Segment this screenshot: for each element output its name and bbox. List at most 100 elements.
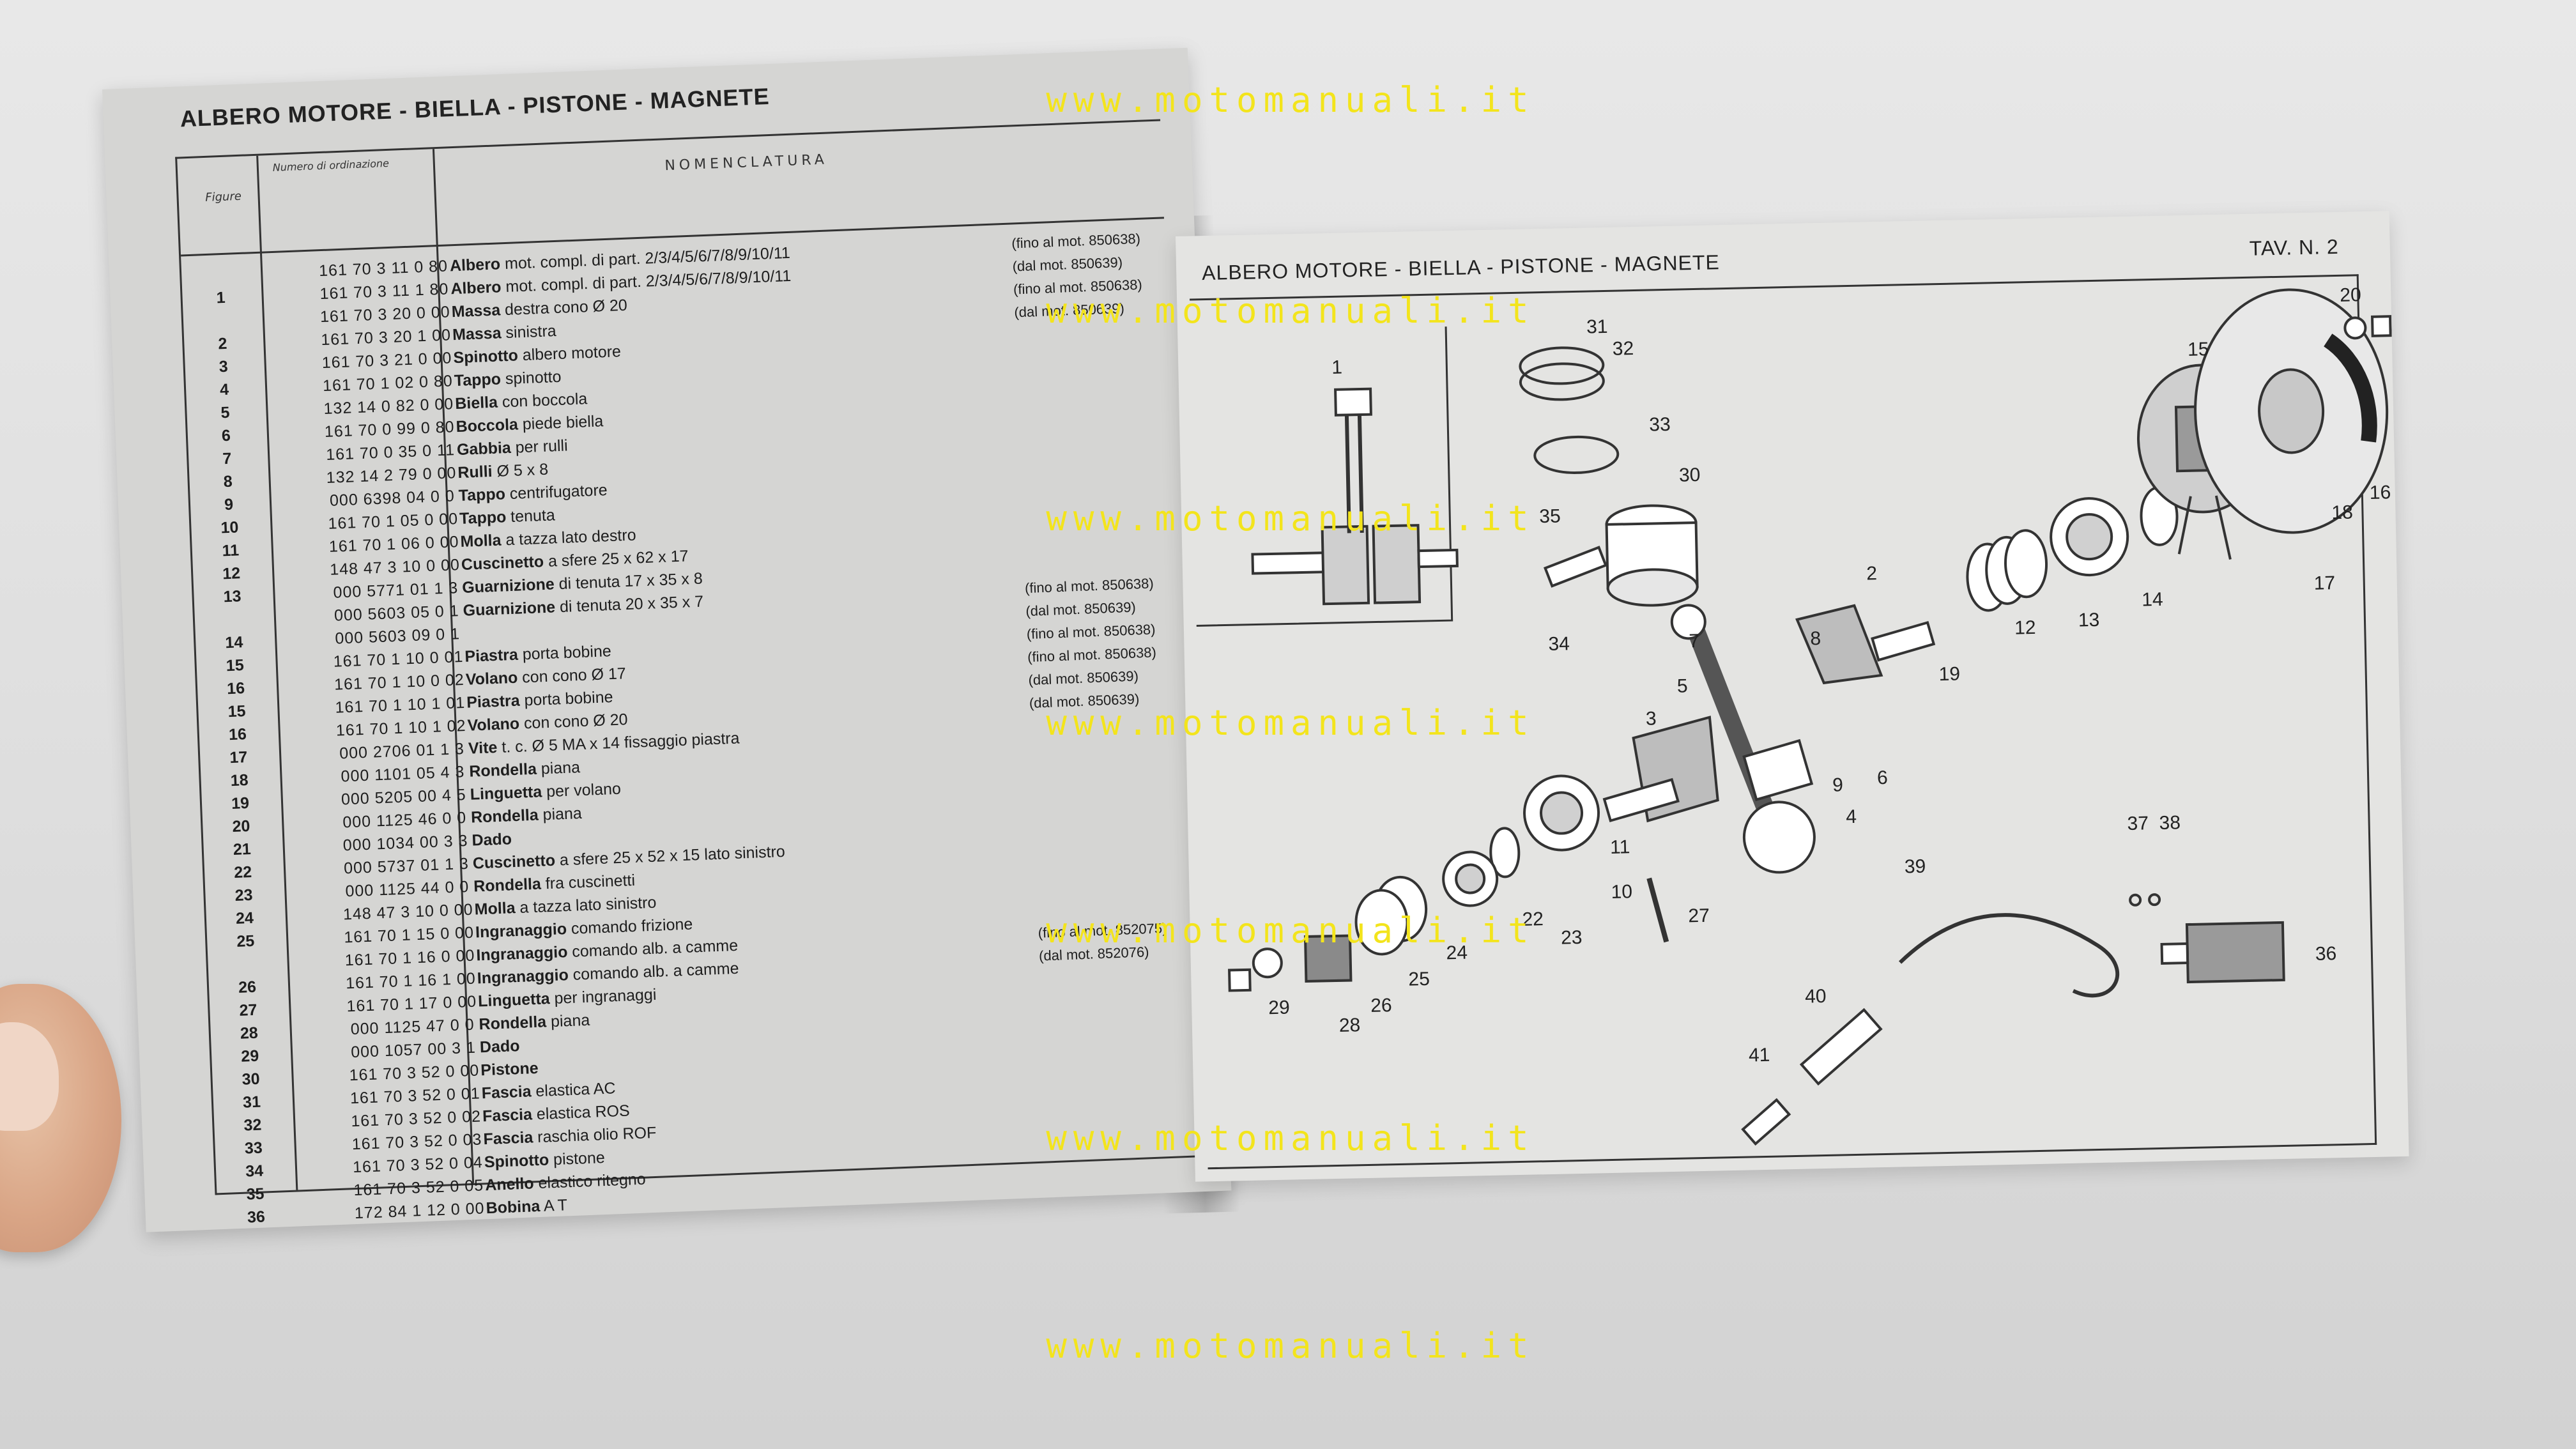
figure-number: 20 [232, 816, 250, 836]
part-callout: 36 [2315, 943, 2337, 965]
figure-number: 36 [247, 1208, 266, 1227]
part-callout: 22 [1522, 908, 1544, 930]
part-callout: 19 [1938, 663, 1960, 685]
part-name: Rondella [470, 806, 539, 827]
part-callout: 5 [1677, 675, 1688, 696]
part-callout: 41 [1749, 1045, 1770, 1066]
watermark: www.motomanuali.it [1046, 910, 1535, 951]
figure-number: 16 [226, 679, 245, 698]
part-detail: tenuta [505, 506, 556, 526]
figure-number: 24 [235, 908, 254, 928]
part-detail: albero motore [518, 342, 622, 365]
piston-ring [1519, 362, 1605, 401]
part-detail: per rulli [510, 436, 569, 457]
figure-number: 31 [242, 1092, 261, 1112]
part-callout: 35 [1539, 505, 1561, 527]
part-name: Volano [465, 668, 518, 689]
watermark: www.motomanuali.it [1046, 1118, 1535, 1158]
part-callout: 32 [1612, 338, 1634, 360]
flywheel [2194, 288, 2389, 534]
part-callout: 30 [1679, 464, 1701, 486]
figure-number: 10 [220, 518, 239, 537]
figure-number: 6 [221, 426, 231, 445]
part-detail: porta bobine [518, 642, 612, 664]
part-detail: per ingranaggi [549, 985, 657, 1008]
watermark: www.motomanuali.it [1046, 1326, 1535, 1366]
figure-number: 28 [240, 1023, 259, 1043]
part-callout: 9 [1832, 774, 1843, 795]
part-callout: 28 [1339, 1015, 1361, 1036]
header-number: Numero di ordinazione [272, 157, 390, 174]
part-name: Linguetta [470, 783, 542, 804]
left-page-title: ALBERO MOTORE - BIELLA - PISTONE - MAGNE… [180, 82, 770, 132]
part-detail: per volano [541, 779, 622, 801]
part-name: Spinotto [452, 346, 519, 367]
part-detail: con boccola [497, 390, 588, 411]
part-detail: spinotto [500, 367, 562, 388]
right-page: ALBERO MOTORE - BIELLA - PISTONE - MAGNE… [1176, 211, 2409, 1182]
figure-number: 4 [219, 380, 229, 399]
part-name: Ingranaggio [475, 943, 568, 965]
figure-number: 5 [220, 403, 231, 422]
figure-number: 1 [216, 288, 226, 307]
part-name: Molla [460, 531, 502, 551]
part-name: Rondella [473, 875, 542, 896]
watermark: www.motomanuali.it [1046, 80, 1535, 120]
spark-plug [1741, 1098, 1791, 1146]
part-name: Piastra [466, 691, 521, 712]
part-detail: elastico ritegno [533, 1170, 647, 1193]
part-detail: piana [536, 758, 581, 778]
part-detail: elastica AC [531, 1079, 617, 1101]
part-callout: 18 [2331, 502, 2353, 524]
figure-number: 3 [218, 357, 229, 376]
part-callout: 20 [2340, 284, 2361, 306]
part-detail: raschia olio ROF [532, 1123, 657, 1147]
part-callout: 16 [2369, 482, 2391, 503]
figure-number: 13 [223, 587, 242, 606]
figure-number: 21 [233, 839, 252, 859]
figure-number: 30 [241, 1070, 261, 1089]
part-callout: 1 [1331, 357, 1342, 378]
watermark: www.motomanuali.it [1046, 291, 1535, 331]
part-callout: 4 [1846, 806, 1857, 827]
part-callout: 29 [1268, 997, 1290, 1019]
gear [1303, 934, 1353, 983]
part-callout: 3 [1646, 708, 1657, 729]
part-name: Biella [454, 393, 498, 413]
figure-number: 18 [230, 771, 249, 790]
figure-number: 17 [229, 748, 248, 767]
watermark: www.motomanuali.it [1046, 498, 1535, 539]
part-name: Spinotto [484, 1151, 549, 1172]
part-callout: 34 [1548, 633, 1570, 655]
part-callout: 11 [1610, 836, 1630, 858]
figure-number: 15 [227, 702, 246, 721]
left-page: ALBERO MOTORE - BIELLA - PISTONE - MAGNE… [102, 47, 1232, 1232]
part-callout: 10 [1611, 881, 1632, 903]
part-name: Guarnizione [463, 598, 556, 620]
part-detail: centrifugatore [505, 481, 608, 503]
header-nomenclature: NOMENCLATURA [664, 151, 829, 174]
part-callout: 37 [2127, 813, 2149, 834]
part-name: Guarnizione [461, 575, 555, 597]
part-callout: 7 [1689, 631, 1699, 652]
part-name: Albero [449, 255, 501, 275]
part-callout: 13 [2078, 610, 2100, 631]
part-name: Boccola [456, 415, 519, 436]
exploded-parts-diagram: 1234567891011121314151617181920212223242… [1196, 284, 2409, 1146]
part-name: Ingranaggio [477, 966, 569, 988]
part-name: Linguetta [477, 990, 551, 1011]
part-detail: elastica ROS [532, 1101, 631, 1124]
part-callout: 33 [1649, 414, 1671, 436]
figure-number: 33 [244, 1138, 263, 1158]
part-name: Dado [479, 1037, 520, 1057]
piston-ring [1519, 346, 1605, 385]
part-detail: piana [538, 804, 583, 824]
part-detail: piana [546, 1011, 590, 1031]
part-name: Tappo [459, 508, 507, 528]
part-name: Rondella [479, 1013, 547, 1034]
wrist-pin [1543, 546, 1607, 588]
part-detail: con cono Ø 20 [519, 710, 629, 733]
figure-number: 35 [246, 1184, 264, 1204]
ht-coil [2160, 921, 2285, 984]
part-detail: pistone [548, 1149, 606, 1169]
